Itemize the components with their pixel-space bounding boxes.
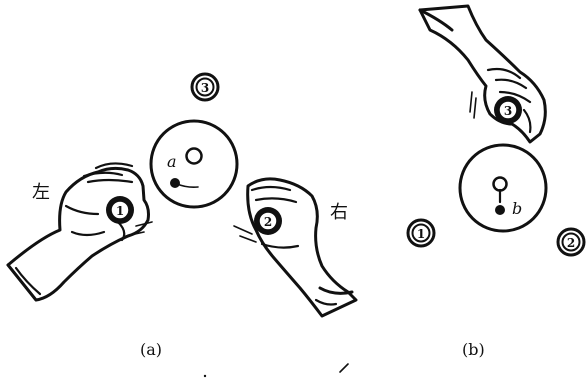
coin-1-a: 1 xyxy=(106,196,134,224)
caption-a: (a) xyxy=(140,340,162,359)
top-hand: 3 xyxy=(418,4,547,144)
svg-text:3: 3 xyxy=(201,81,209,95)
panel-a: 3 a 1 xyxy=(6,72,358,359)
caption-b: (b) xyxy=(462,340,485,359)
left-hand: 1 xyxy=(6,162,153,302)
coin-2-a: 2 xyxy=(254,207,282,235)
svg-text:2: 2 xyxy=(264,215,272,229)
scan-dot xyxy=(203,374,207,378)
coin-2-b: 2 xyxy=(556,227,586,257)
panel-b: 3 b 1 2 (b) xyxy=(406,4,586,359)
svg-text:3: 3 xyxy=(504,104,512,118)
coin-3-b: 3 xyxy=(494,96,522,124)
disk-a: a xyxy=(149,119,239,209)
right-hand: 2 xyxy=(233,177,358,318)
disk-a-label: a xyxy=(167,152,177,171)
scan-mark xyxy=(339,363,349,373)
svg-text:2: 2 xyxy=(567,236,575,250)
disk-b: b xyxy=(458,143,548,233)
coin-3-a: 3 xyxy=(190,72,220,102)
disk-b-label: b xyxy=(512,199,522,218)
coin-1-b: 1 xyxy=(406,218,436,248)
svg-text:1: 1 xyxy=(417,227,425,241)
right-label: 右 xyxy=(330,202,348,223)
svg-text:1: 1 xyxy=(116,204,124,218)
left-label: 左 xyxy=(32,182,50,203)
